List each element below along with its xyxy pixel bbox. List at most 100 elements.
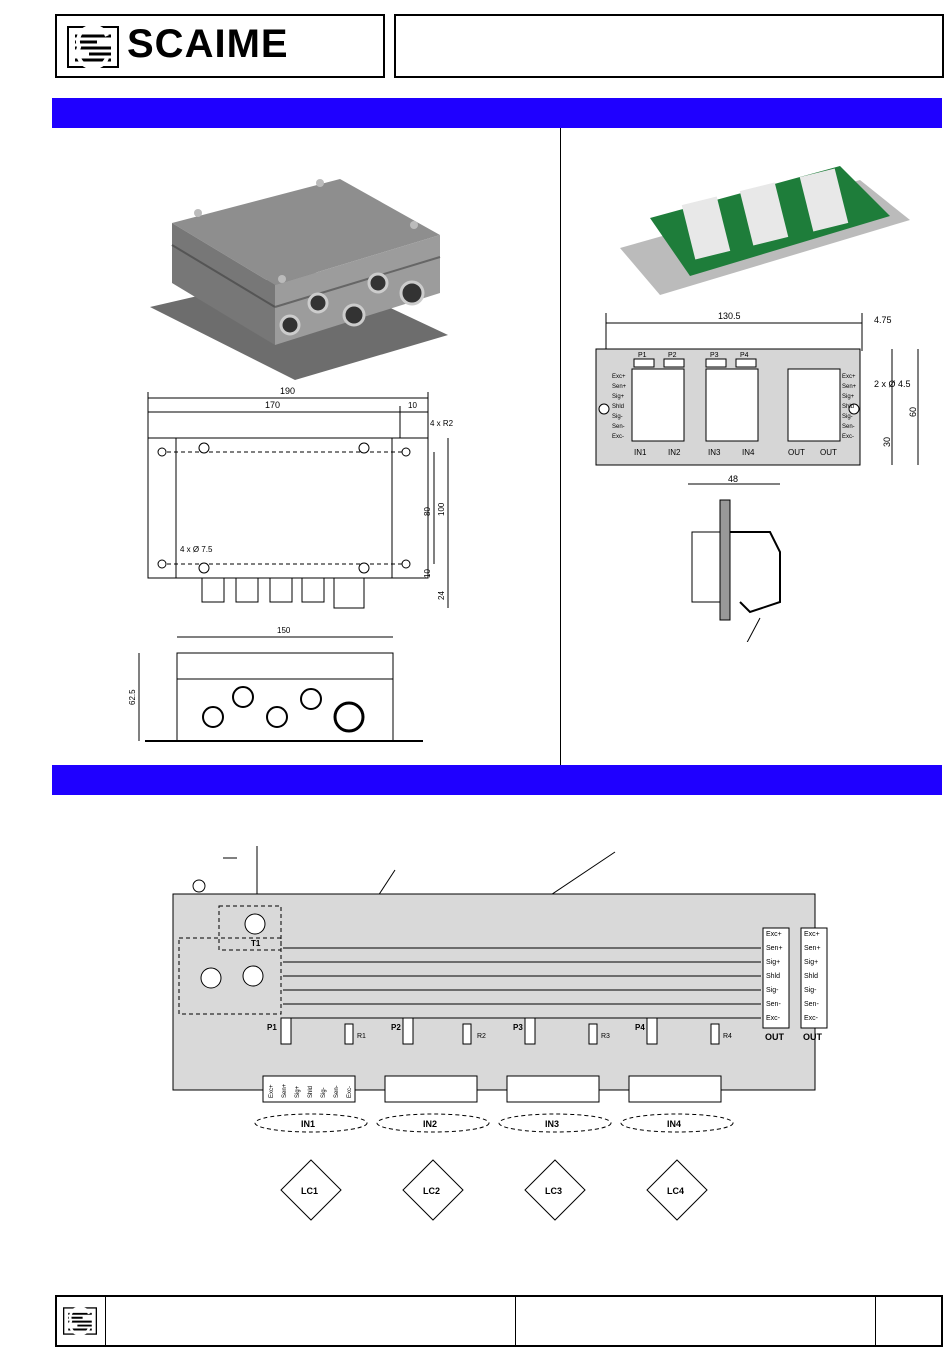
wiring-schematic: T1 Exc+ Sen+ Sig+ Shld Sig- Sen- Exc- Ex… (172, 846, 828, 1221)
board-conn-out1: OUT (788, 448, 805, 457)
in1-pin-0: Exc+ (269, 1084, 275, 1098)
board-conn-in4: IN4 (742, 448, 755, 457)
channel-4: P4 R4 IN4 LC4 (620, 1017, 734, 1221)
schematic-p2: P2 (391, 1023, 401, 1032)
dim-62-5: 62.5 (128, 689, 137, 705)
schematic-in1: IN1 (301, 1119, 315, 1129)
out-pin-0: Exc+ (766, 931, 782, 938)
dim-100: 100 (437, 502, 446, 516)
in1-pin-5: Sen- (334, 1085, 340, 1098)
board-pot-p4: P4 (740, 352, 749, 359)
schematic-p4: P4 (635, 1023, 645, 1032)
channel-2: P2 R2 IN2 LC2 (376, 1017, 490, 1221)
out2-pin-2: Sig+ (804, 959, 818, 966)
schematic-p1: P1 (267, 1023, 277, 1032)
out-pin-2: Sig+ (766, 959, 780, 966)
out-pin-6: Exc- (766, 1015, 781, 1022)
in1-pin-2: Sig+ (295, 1085, 301, 1098)
in1-pin-1: Sen+ (282, 1083, 288, 1098)
channel-1: P1 R1 IN1 LC1 (254, 1017, 368, 1221)
board-pin-r5: Sen- (842, 424, 855, 430)
out-pin-1: Sen+ (766, 945, 783, 952)
channel-3: P3 R3 IN3 LC3 (498, 1017, 612, 1221)
footer-logo-icon (63, 1306, 97, 1336)
board-pin-l4: Sig- (612, 414, 623, 420)
board-pin-r4: Sig- (842, 414, 853, 420)
out2-pin-6: Exc- (804, 1015, 819, 1022)
board-pot-p2: P2 (668, 352, 677, 359)
schematic-r2: R2 (477, 1033, 486, 1040)
board-pot-labels: P1 P2 P3 P4 (638, 352, 749, 359)
dim-holes: 4 x Ø 7.5 (180, 545, 213, 554)
section-bar-top (52, 98, 942, 128)
schematic-r4: R4 (723, 1033, 732, 1040)
board-pin-r1: Sen+ (842, 384, 857, 390)
logo-box: SCAIME (55, 14, 385, 78)
out-pin-3: Shld (766, 973, 780, 980)
schematic-r1: R1 (357, 1033, 366, 1040)
out2-pin-1: Sen+ (804, 945, 821, 952)
out-pin-5: Sen- (766, 1001, 781, 1008)
enclosure-side-drawing: 150 62.5 (128, 626, 423, 742)
board-pin-r0: Exc+ (842, 374, 856, 380)
board-pot-p3: P3 (710, 352, 719, 359)
board-conn-in3: IN3 (708, 448, 721, 457)
out2-pin-3: Shld (804, 973, 818, 980)
enclosure-photo (150, 179, 448, 380)
dim-4-75: 4.75 (874, 315, 892, 325)
in1-pin-3: Shld (308, 1086, 314, 1098)
dim-60: 60 (908, 407, 918, 417)
schematic-lc2: LC2 (423, 1186, 440, 1196)
schematic-lc1: LC1 (301, 1186, 318, 1196)
dim-30: 30 (882, 437, 892, 447)
schematic-t1: T1 (251, 939, 261, 948)
board-pin-l1: Sen+ (612, 384, 627, 390)
schematic-in2: IN2 (423, 1119, 437, 1129)
in1-pin-4: Sig- (321, 1087, 327, 1098)
board-conn-in1: IN1 (634, 448, 647, 457)
board-side-drawing: 48 (688, 474, 781, 642)
board-conn-out2: OUT (820, 448, 837, 457)
board-pin-r2: Sig+ (842, 394, 855, 400)
schematic-in3: IN3 (545, 1119, 559, 1129)
dim-10: 10 (408, 401, 417, 410)
enclosure-top-drawing: 190 170 10 4 x R2 4 x Ø 7.5 80 100 10 24 (147, 386, 454, 609)
footer-box (55, 1295, 943, 1347)
board-pin-l0: Exc+ (612, 374, 626, 380)
out2-pin-4: Sig- (804, 987, 817, 994)
board-pin-r6: Exc- (842, 434, 854, 440)
schematic-in4: IN4 (667, 1119, 681, 1129)
dim-10b: 10 (423, 569, 432, 578)
scaime-logo-icon (67, 26, 119, 68)
board-conn-in2: IN2 (668, 448, 681, 457)
dim-170: 170 (265, 400, 280, 410)
out-label-1: OUT (765, 1032, 785, 1042)
schematic-lc4: LC4 (667, 1186, 684, 1196)
in1-pin-6: Exc- (347, 1086, 353, 1098)
dim-150: 150 (277, 626, 291, 635)
dim-48: 48 (728, 474, 738, 484)
out2-pin-0: Exc+ (804, 931, 820, 938)
schematic-r3: R3 (601, 1033, 610, 1040)
board-pot-p1: P1 (638, 352, 647, 359)
schematic-p3: P3 (513, 1023, 523, 1032)
dim-corner: 4 x R2 (430, 419, 454, 428)
brand-name: SCAIME (127, 22, 289, 66)
board-pin-r3: Shld (842, 404, 854, 410)
board-pin-l3: Shld (612, 404, 624, 410)
board-pin-l6: Exc- (612, 434, 624, 440)
section-bar-bottom (52, 765, 942, 795)
board-pin-l2: Sig+ (612, 394, 625, 400)
out-pin-4: Sig- (766, 987, 779, 994)
schematic-lc3: LC3 (545, 1186, 562, 1196)
board-pin-l5: Sen- (612, 424, 625, 430)
board-drawing: 130.5 4.75 2 x Ø 4.5 60 30 P1 P2 P3 P4 E… (595, 311, 919, 466)
dim-80: 80 (423, 507, 432, 516)
dim-24: 24 (437, 591, 446, 600)
title-box (394, 14, 944, 78)
dim-190: 190 (280, 386, 295, 396)
board-photo (620, 166, 910, 295)
out2-pin-5: Sen- (804, 1001, 819, 1008)
out-label-2: OUT (803, 1032, 823, 1042)
dim-130-5: 130.5 (718, 311, 741, 321)
